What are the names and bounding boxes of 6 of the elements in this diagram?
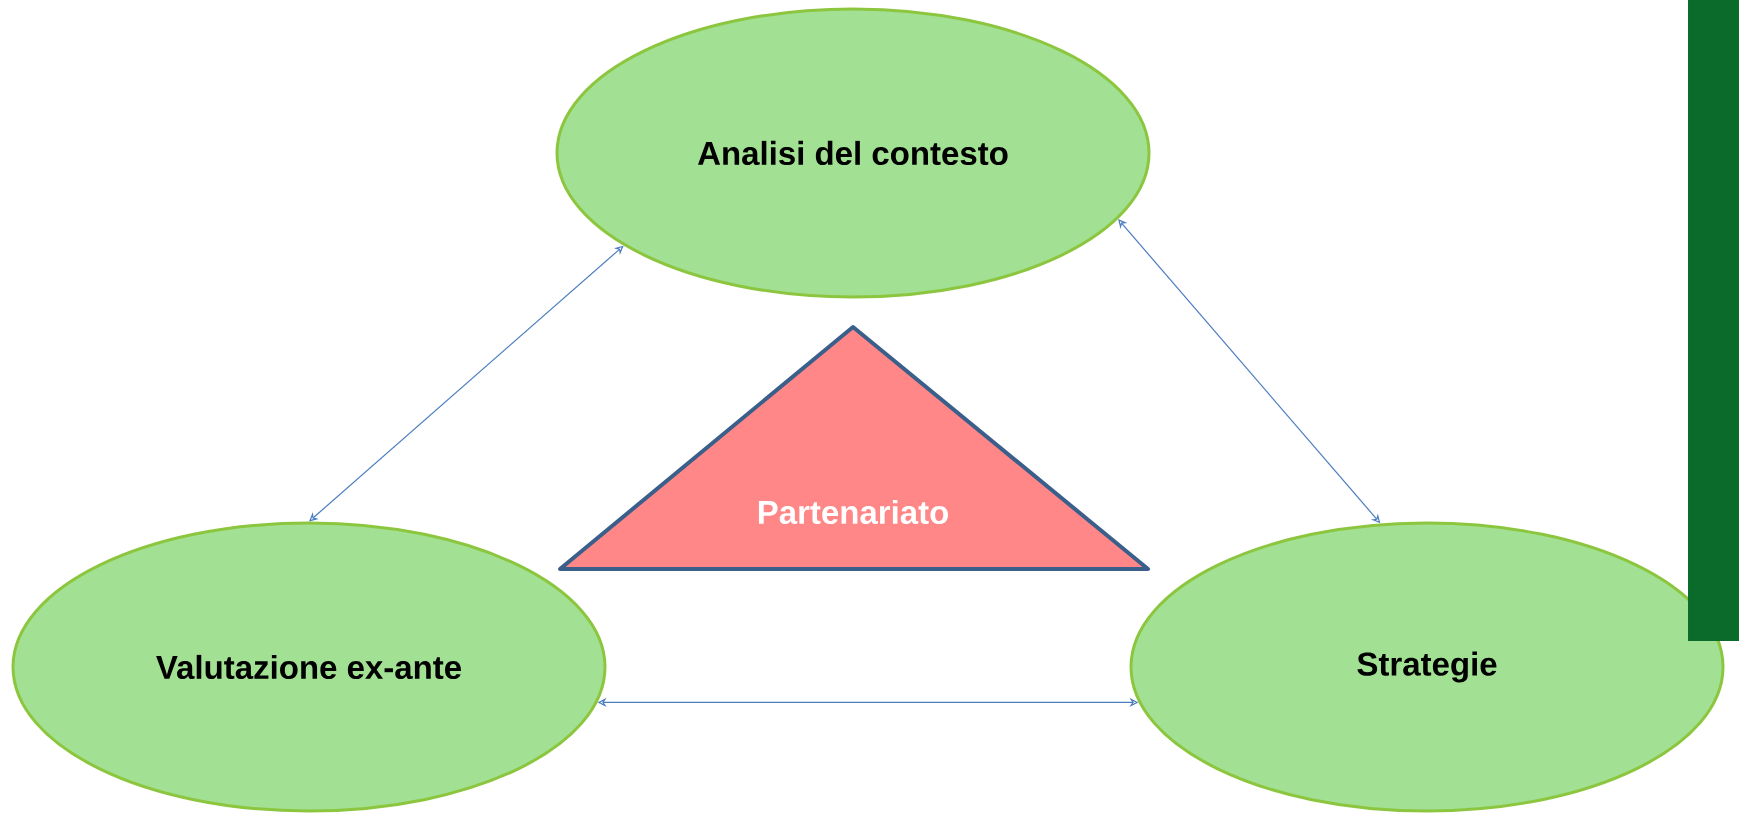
triangle-node: Partenariato [558, 325, 1150, 571]
ellipse-node: Valutazione ex-ante [11, 521, 607, 813]
ellipse-node: Strategie [1129, 521, 1725, 813]
side-bar [1688, 0, 1739, 641]
ellipse-node: Analisi del contesto [555, 7, 1151, 299]
arrow [309, 245, 624, 522]
